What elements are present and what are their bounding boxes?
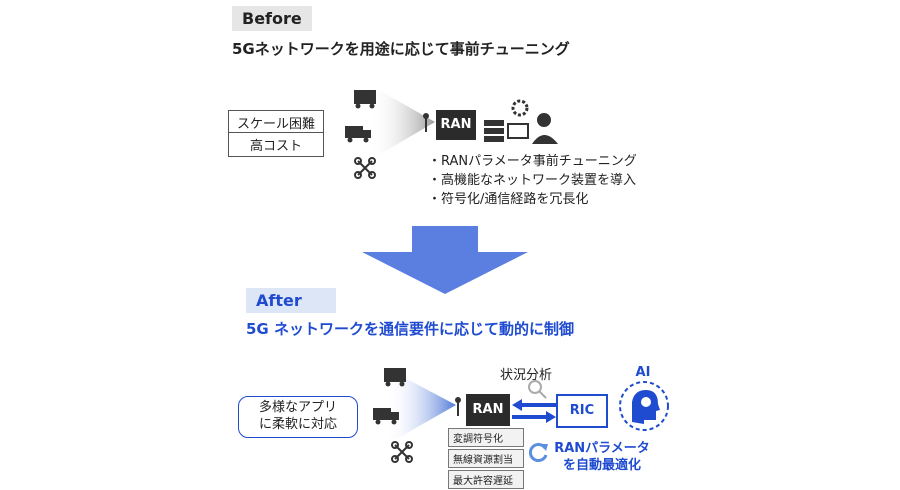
truck-icon [384, 368, 406, 387]
flex-apps-box: 多様なアプリ に柔軟に対応 [238, 396, 358, 438]
before-ran-box: RAN [436, 110, 476, 140]
antenna-icon [420, 112, 432, 132]
antenna-icon [452, 396, 464, 416]
bidirectional-arrows [512, 399, 556, 423]
after-ran-box: RAN [466, 394, 510, 426]
server-icon [484, 120, 504, 142]
label-high-cost: 高コスト [228, 132, 324, 157]
optimize-text: RANパラメータ を自動最適化 [552, 440, 652, 474]
magnifier-icon [528, 380, 547, 399]
label-scale-difficult: スケール困難 [228, 110, 324, 135]
ric-box: RIC [556, 394, 608, 428]
optimize-line1: RANパラメータ [554, 441, 650, 456]
param-list: 変調符号化 無線資源割当 最大許容遅延 [448, 428, 524, 489]
before-heading: 5Gネットワークを用途に応じて事前チューニング [232, 40, 570, 58]
after-devices [373, 368, 456, 463]
analysis-label: 状況分析 [500, 368, 553, 383]
ai-head-icon [619, 381, 669, 431]
param-item: 無線資源割当 [448, 449, 524, 468]
ai-label: AI [635, 365, 651, 380]
engineer-icon [507, 99, 558, 144]
server-engineer-group [484, 99, 558, 144]
flex-label-line2: に柔軟に対応 [258, 417, 337, 432]
before-tag: Before [232, 6, 312, 31]
bullet-item: ・符号化/通信経路を冗長化 [428, 192, 589, 207]
truck-icon [354, 90, 376, 109]
beam-shape [386, 368, 456, 445]
flex-label-line1: 多様なアプリ [258, 400, 337, 415]
param-item: 変調符号化 [448, 428, 524, 447]
param-item: 最大許容遅延 [448, 470, 524, 489]
bullet-item: ・高機能なネットワーク装置を導入 [428, 173, 637, 188]
before-bullets: ・RANパラメータ事前チューニング ・高機能なネットワーク装置を導入 ・符号化/… [428, 152, 637, 209]
truck-icon [345, 126, 371, 143]
after-tag: After [246, 288, 336, 313]
after-heading: 5G ネットワークを通信要件に応じて動的に制御 [246, 320, 574, 338]
refresh-icon [528, 443, 548, 462]
before-devices [345, 85, 435, 179]
drone-icon [354, 157, 376, 179]
drone-icon [391, 441, 413, 463]
optimize-line2: を自動最適化 [562, 458, 641, 473]
truck-icon [373, 408, 399, 425]
down-arrow-icon [362, 226, 528, 294]
beam-shape [370, 85, 435, 160]
bullet-item: ・RANパラメータ事前チューニング [428, 154, 637, 169]
